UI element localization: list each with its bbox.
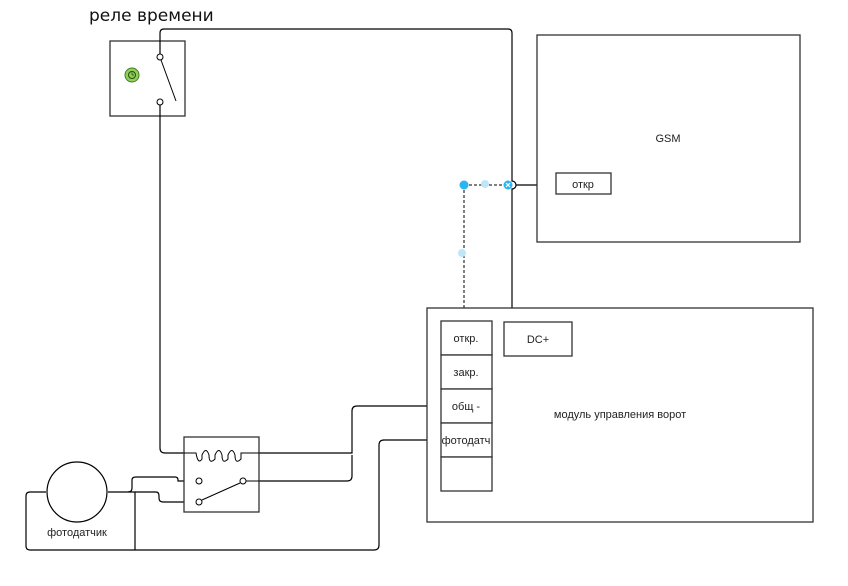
relay-contact xyxy=(195,477,203,485)
relay-contact xyxy=(195,498,203,506)
terminal-label: откр. xyxy=(454,333,479,345)
wires xyxy=(25,28,556,551)
relay-switch-contact xyxy=(156,53,177,106)
photosensor-circle[interactable] xyxy=(46,461,108,523)
terminal-label: общ - xyxy=(452,401,481,413)
wire-sensor-to-contact-b[interactable] xyxy=(128,491,195,503)
wire-photosensor-to-module[interactable] xyxy=(25,439,441,551)
time-relay-box[interactable] xyxy=(109,40,186,117)
relay[interactable] xyxy=(183,436,260,513)
gsm-port-label: откр xyxy=(572,179,594,191)
terminal-label: фотодатч xyxy=(442,435,491,447)
terminal-common[interactable] xyxy=(440,388,493,424)
wire-relay-to-dc[interactable] xyxy=(159,28,517,322)
terminal-label: закр. xyxy=(453,367,478,379)
terminal-photosensor[interactable] xyxy=(440,422,493,458)
handle-connection-icon[interactable] xyxy=(503,180,513,190)
terminal-close[interactable] xyxy=(440,354,493,390)
relay-coil-icon xyxy=(184,450,259,462)
wire-relay-to-coil[interactable] xyxy=(159,105,196,454)
gsm-port-open[interactable] xyxy=(555,172,612,195)
timer-icon xyxy=(124,67,140,83)
wire-sensor-to-contact-a[interactable] xyxy=(127,476,195,493)
gsm-module[interactable]: GSM откр xyxy=(536,34,801,243)
selection-handles[interactable] xyxy=(458,180,513,326)
gate-control-module[interactable]: модуль управления ворот DC+ откр. закр. … xyxy=(426,307,814,523)
wire-switch-to-common[interactable] xyxy=(243,455,353,482)
relay-contact xyxy=(239,477,247,485)
gsm-label: GSM xyxy=(655,133,680,145)
relay-box[interactable] xyxy=(183,436,260,513)
time-relay[interactable] xyxy=(109,40,186,117)
gsm-box[interactable] xyxy=(536,34,801,243)
relay-switch-arm xyxy=(201,482,241,501)
time-relay-title[interactable]: реле времени xyxy=(89,6,214,26)
module-label: модуль управления ворот xyxy=(554,409,686,421)
photosensor[interactable]: фотодатчик xyxy=(46,461,108,539)
terminal-block[interactable]: откр. закр. общ - фотодатч xyxy=(440,320,493,492)
terminal-empty[interactable] xyxy=(440,456,493,492)
photosensor-label: фотодатчик xyxy=(47,527,107,539)
handle-endpoint[interactable] xyxy=(459,180,469,190)
handle-midpoint[interactable] xyxy=(458,249,466,257)
handle-midpoint[interactable] xyxy=(481,180,489,188)
wire-coil-to-common[interactable] xyxy=(252,405,441,454)
dc-plus-label: DC+ xyxy=(527,334,549,346)
dc-plus-terminal[interactable] xyxy=(503,321,573,357)
